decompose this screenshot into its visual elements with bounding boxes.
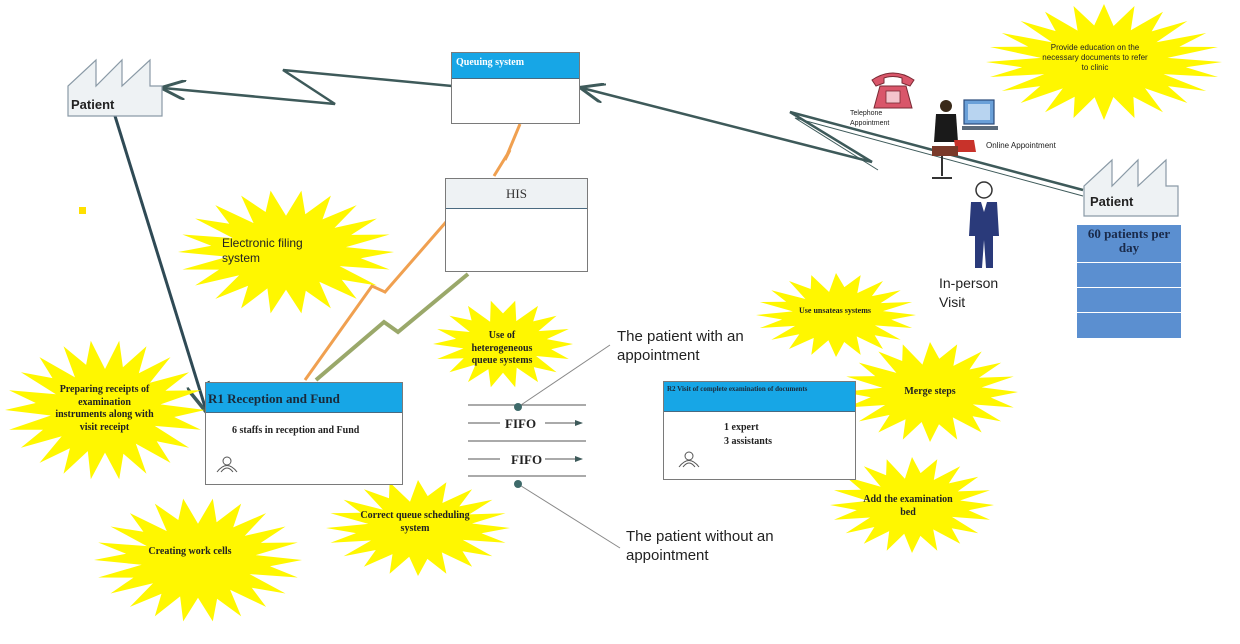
patients-per-day-box: 60 patients per day bbox=[1077, 224, 1181, 263]
burst-provide-education-text: Provide education on the necessary docum… bbox=[1042, 43, 1148, 72]
operator-icon bbox=[678, 451, 700, 468]
patient-left-label: Patient bbox=[71, 97, 115, 112]
online-user-icon bbox=[932, 99, 998, 179]
burst-correct-queue-text: Correct queue scheduling system bbox=[360, 510, 470, 534]
visit-expert: 1 expert bbox=[724, 422, 759, 433]
queuing-system-box: Queuing system bbox=[451, 52, 580, 124]
fifo-label-upper: FIFO bbox=[505, 416, 537, 431]
patient-with-appointment-label: The patient with an appointment bbox=[617, 328, 744, 364]
patient-factory-right-icon bbox=[1083, 158, 1179, 217]
burst-add-bed-text: Add the examination bed bbox=[863, 494, 953, 518]
his-box: HIS bbox=[445, 178, 588, 272]
patients-per-day-value: 60 patients per day bbox=[1087, 226, 1171, 256]
patient-right-label: Patient bbox=[1090, 194, 1134, 209]
burst-preparing-receipts-text: Preparing receipts of examination instru… bbox=[55, 384, 154, 433]
visit-process-box: R2 Visit of complete examination of docu… bbox=[663, 381, 856, 480]
reception-title: R1 Reception and Fund bbox=[206, 383, 402, 413]
visit-title: R2 Visit of complete examination of docu… bbox=[664, 382, 855, 412]
queuing-system-title: Queuing system bbox=[452, 53, 579, 79]
his-reception-bolt-green bbox=[314, 272, 470, 382]
his-title: HIS bbox=[446, 179, 587, 209]
burst-electronic-filing-text: Electronic filing system bbox=[222, 236, 303, 265]
info-flow-queuing-to-patient bbox=[163, 68, 453, 106]
queuing-his-bolt bbox=[492, 123, 522, 177]
patient-to-reception-arrow bbox=[113, 115, 206, 410]
burst-add-bed-shape bbox=[830, 457, 994, 553]
in-person-visit-label: In-person Visit bbox=[939, 275, 999, 310]
burst-merge-steps-text: Merge steps bbox=[904, 386, 956, 397]
burst-heterogeneous-shape bbox=[433, 300, 573, 388]
burst-preparing-receipts-shape bbox=[5, 340, 205, 480]
operator-icon bbox=[216, 456, 238, 473]
patient-factory-left-icon bbox=[67, 58, 163, 117]
online-appointment-label: Online Appointment bbox=[986, 141, 1056, 150]
in-person-figure-icon bbox=[969, 181, 999, 268]
burst-work-cells-text: Creating work cells bbox=[148, 546, 232, 557]
burst-use-systems-shape bbox=[756, 273, 916, 357]
burst-merge-steps-shape bbox=[842, 342, 1018, 442]
data-box-row bbox=[1077, 312, 1181, 338]
telephone-icon bbox=[871, 72, 915, 109]
info-flow-double-line bbox=[794, 117, 1084, 197]
his-reception-bolt-orange bbox=[303, 221, 448, 381]
data-box-row bbox=[1077, 262, 1181, 288]
reception-staff: 6 staffs in reception and Fund bbox=[232, 425, 360, 436]
burst-electronic-filing-shape bbox=[178, 190, 394, 314]
burst-correct-queue-shape bbox=[326, 480, 510, 576]
visit-assistants: 3 assistants bbox=[724, 436, 773, 447]
reception-process-box: R1 Reception and Fund 6 staffs in recept… bbox=[205, 382, 403, 485]
burst-heterogeneous-text: Use of heterogeneous queue systems bbox=[471, 330, 533, 366]
patient-without-appointment-label: The patient without an appointment bbox=[626, 528, 774, 564]
burst-use-systems-text: Use unsateas systems bbox=[799, 306, 871, 315]
fifo-label-lower: FIFO bbox=[511, 452, 543, 467]
data-box-row bbox=[1077, 287, 1181, 313]
burst-provide-education-shape bbox=[986, 4, 1222, 120]
burst-work-cells-shape bbox=[94, 498, 302, 622]
telephone-appointment-label: Telephone Appointment bbox=[850, 110, 890, 128]
